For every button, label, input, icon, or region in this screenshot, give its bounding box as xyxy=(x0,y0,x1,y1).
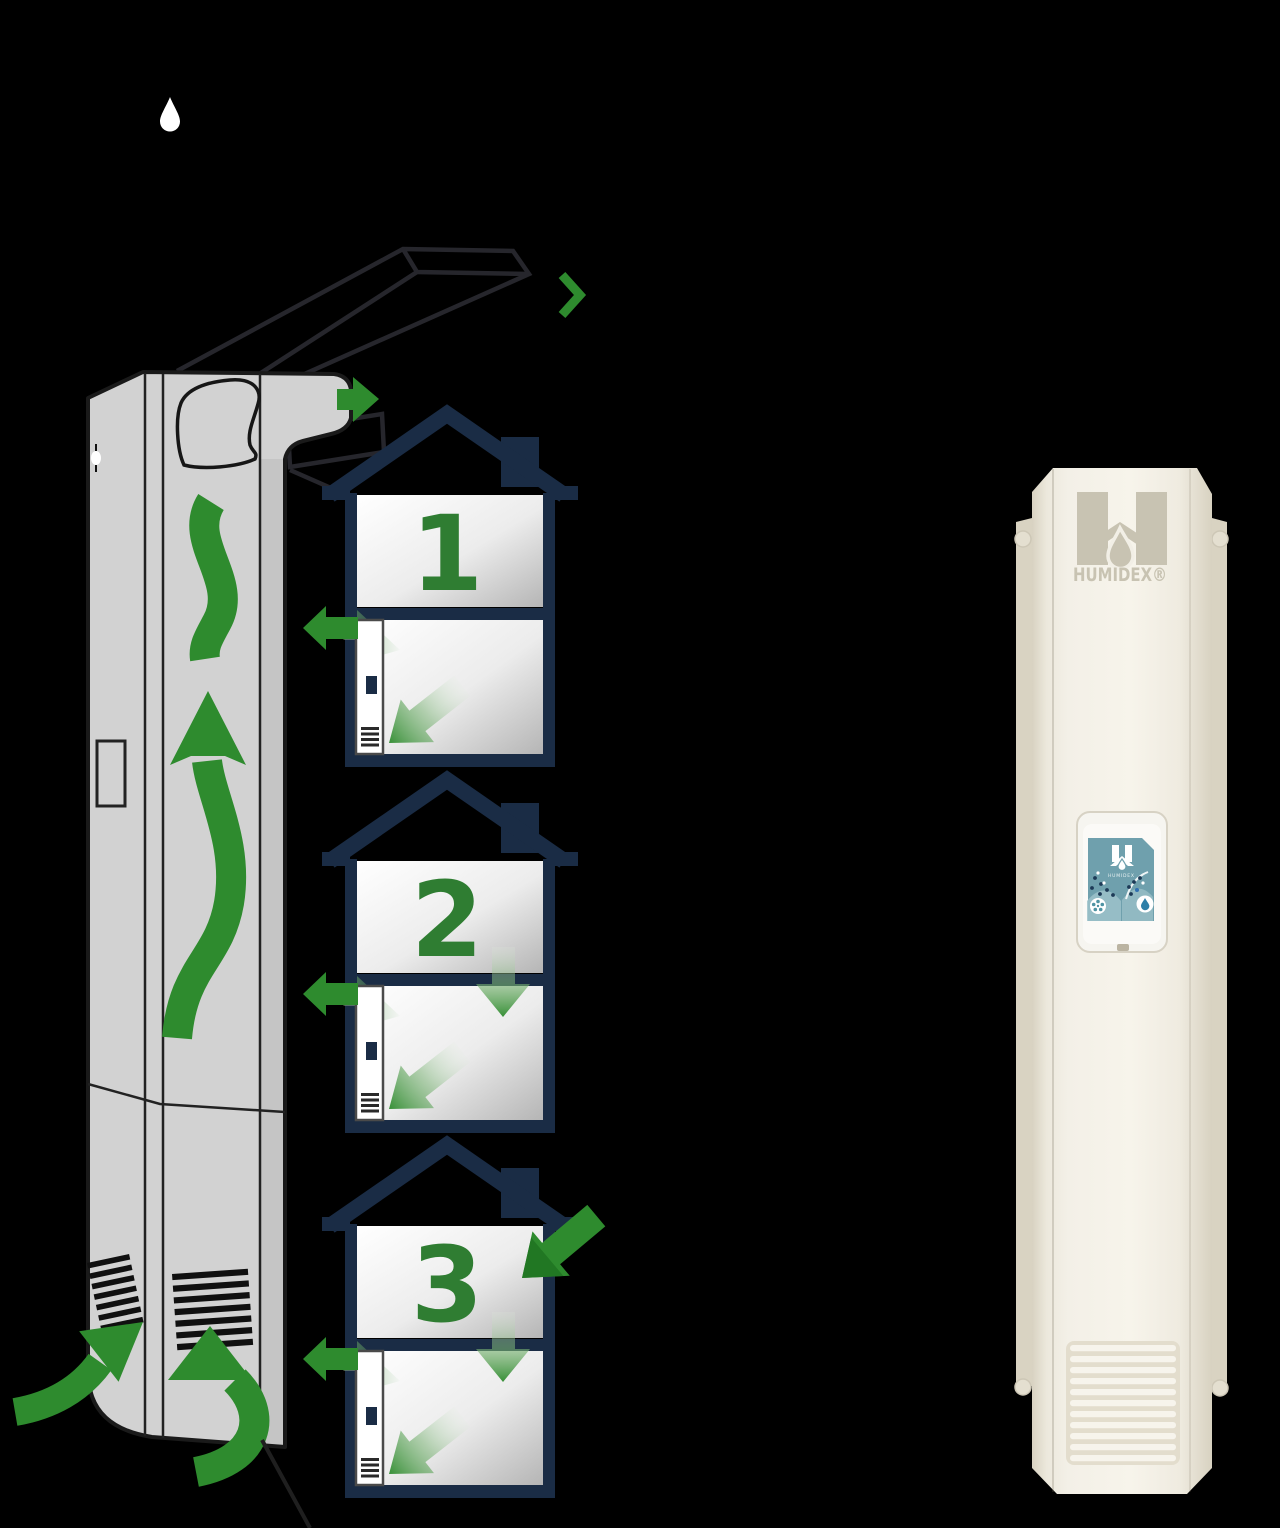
foundation xyxy=(345,1485,555,1498)
duct-exit-arrow-icon xyxy=(337,377,379,422)
intake-arrow-left-icon xyxy=(12,1322,143,1426)
mounting-flanges xyxy=(1014,518,1229,1397)
ventilation-unit-illustration xyxy=(12,370,379,1528)
airflow-up-arrow-icon xyxy=(162,691,247,1040)
humidity-dial-icon xyxy=(1136,895,1154,913)
house-number: 2 xyxy=(411,859,483,981)
fan-housing-outline xyxy=(175,378,261,470)
brand-wordmark: HUMIDEX® xyxy=(1073,564,1167,586)
house-number: 1 xyxy=(411,493,483,615)
wall-unit xyxy=(354,1349,385,1487)
transfer-down-arrow-icon xyxy=(476,1312,530,1382)
house-diagram-1: 1 xyxy=(303,404,578,767)
house-diagram-2: 2 xyxy=(303,770,578,1133)
product-photo: HUMIDEX® HUMIDEX xyxy=(1014,468,1229,1494)
basement-airflow-arrow-icon xyxy=(389,675,471,743)
unit-side-shade xyxy=(261,459,285,1447)
panel-notch xyxy=(1117,944,1129,951)
airflow-wave-arrow-icon xyxy=(189,494,238,662)
fresh-air-intake-arrow-icon xyxy=(522,1204,606,1278)
droplet-icon xyxy=(160,97,180,132)
floor-divider xyxy=(353,608,547,620)
fan-dial-icon xyxy=(1090,898,1106,914)
wall-unit xyxy=(354,618,385,756)
unit-panel-seams xyxy=(87,373,286,1444)
intake-arrow-right-icon xyxy=(168,1326,270,1487)
unit-outlet-box xyxy=(95,739,127,808)
wall-unit xyxy=(354,984,385,1122)
latch-screw xyxy=(91,444,101,472)
exhaust-arrow-icon xyxy=(303,606,358,650)
foundation xyxy=(345,1120,555,1133)
house-number: 3 xyxy=(411,1224,483,1346)
roof xyxy=(325,404,569,502)
roof xyxy=(325,770,569,868)
basement-airflow-arrow-icon xyxy=(389,1041,471,1109)
right-wall xyxy=(543,493,555,767)
right-wall xyxy=(543,1224,555,1498)
foundation xyxy=(345,754,555,767)
bottom-grille xyxy=(1066,1341,1180,1465)
drain-line xyxy=(260,1439,312,1528)
right-wall xyxy=(543,859,555,1133)
upper-floor xyxy=(357,495,543,607)
chevron-right-icon xyxy=(558,271,587,319)
panel-mini-logo-icon xyxy=(1110,845,1134,872)
product-body xyxy=(1032,468,1212,1494)
panel-wordmark: HUMIDEX xyxy=(1108,873,1134,879)
basement-airflow-arrow-icon xyxy=(389,1406,471,1474)
transfer-down-arrow-icon xyxy=(476,947,530,1017)
roof xyxy=(325,1135,569,1233)
humidex-h-droplet-logo-icon xyxy=(1077,492,1167,571)
indicator-leds xyxy=(1090,871,1145,897)
exhaust-arrow-icon xyxy=(303,972,358,1016)
house-diagram-3: 3 xyxy=(303,1135,606,1498)
exhaust-arrow-icon xyxy=(303,1337,358,1381)
control-panel: HUMIDEX xyxy=(1076,811,1168,953)
